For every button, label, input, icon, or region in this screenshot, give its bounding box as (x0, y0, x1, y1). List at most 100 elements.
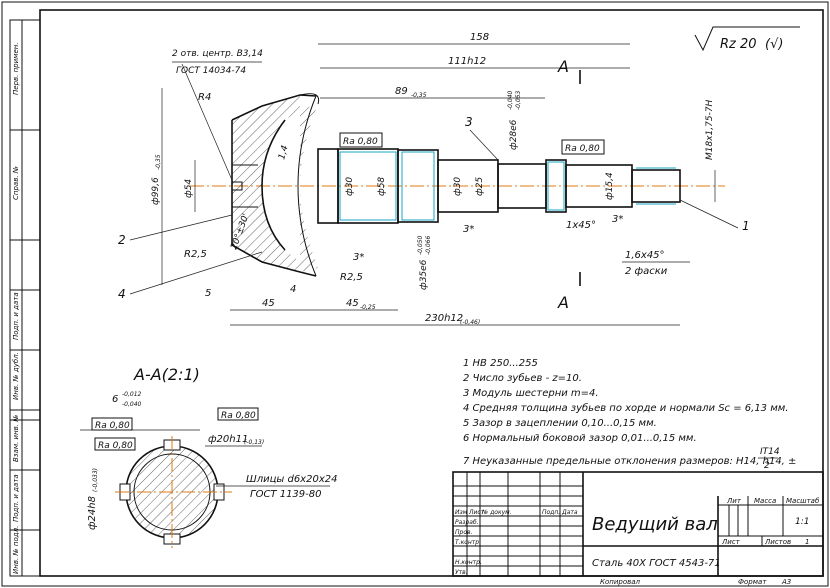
tb-sheets-label: Листов (764, 538, 791, 546)
dim-111: 111h12 (448, 56, 486, 67)
section-d6-lo: -0,040 (122, 401, 142, 408)
dim-phi54: ф54 (184, 179, 194, 198)
dim-phi28-lo: -0,053 (515, 90, 522, 110)
tb-footer-left: Копировал (600, 578, 641, 586)
strip-label: Инв. № подл. (12, 526, 20, 574)
centers-gost: ГОСТ 14034-74 (176, 66, 246, 76)
dim-16x45: 1,6х45° (625, 250, 665, 261)
tb-head-lit: Лит (726, 497, 742, 505)
section-phi20: ф20h11 (208, 434, 248, 445)
technical-notes: 1 HB 250...255 2 Число зубьев - z=10. 3 … (463, 358, 796, 471)
roughness-sign: Rz 20 (√) (694, 26, 800, 52)
section-phi24-tol: (-0,033) (92, 468, 99, 492)
roughness-check: (√) (765, 37, 783, 52)
dim-2-chamfers: 2 фаски (625, 266, 668, 277)
section-ra-c: Ra 0,80 (221, 411, 256, 421)
dim-phi58: ф58 (377, 177, 387, 196)
dim-ch3b: 3* (463, 224, 474, 235)
strip-label: Подп. и дата (12, 292, 20, 340)
dim-89-tol: -0,35 (411, 92, 427, 99)
left-strip: Перв. примен. Справ. № Подп. и дата Инв.… (9, 19, 41, 577)
dim-phi154: ф15,4 (605, 172, 615, 200)
dim-158: 158 (470, 32, 489, 43)
dim-89: 89 (395, 86, 408, 97)
section-phi20-tol: (-0,13) (244, 439, 264, 446)
tb-col-label: Подп. (542, 509, 560, 516)
tb-col-label: № докум. (481, 509, 512, 516)
dim-4: 4 (290, 284, 296, 295)
tb-sheets-value: 1 (805, 538, 809, 546)
section-ra-b: Ra 0,80 (98, 441, 133, 451)
dim-phi30a: ф30 (345, 177, 355, 196)
section-phi24: ф24h8 (87, 496, 98, 530)
note-line: 2 Число зубьев - z=10. (463, 372, 582, 384)
strip-label: Инв. № дубл. (12, 352, 20, 400)
strip-label: Подп. и дата (12, 474, 20, 522)
tb-sheet-label: Лист (721, 538, 741, 546)
callout-4: 4 (118, 287, 126, 301)
tb-scale-value: 1:1 (795, 517, 809, 527)
section-ra-a: Ra 0,80 (95, 421, 130, 431)
note-line: 1 HB 250...255 (463, 358, 538, 369)
callout-2: 2 (118, 233, 126, 247)
tb-col-label: Лист (468, 509, 485, 516)
tb-role: Н.контр. (455, 559, 482, 566)
section-mark-a-bottom: А (557, 293, 569, 312)
note-7-frac-top: IT14 (760, 447, 780, 457)
callout-3: 3 (465, 115, 473, 129)
note-7-frac-bot: 2 (764, 461, 770, 471)
dim-phi35-up: -0,050 (417, 235, 424, 255)
tb-col-label: Дата (561, 509, 578, 516)
callout-1: 1 (742, 219, 750, 233)
dim-45b-tol: -0,25 (360, 304, 376, 311)
ra-label-2: Ra 0,80 (565, 144, 600, 154)
title-block: Лит Масса Масштаб 1:1 Лист Листов 1 Веду… (452, 471, 824, 586)
dim-r25b: R2,5 (340, 272, 363, 283)
dim-phi996: ф99,6 (151, 177, 161, 205)
strip-label: Взам. инв. № (12, 414, 20, 462)
dim-phi35: ф35е6 (419, 259, 429, 290)
tb-role: Пров. (455, 529, 473, 536)
note-7: 7 Неуказанные предельные отклонения разм… (463, 456, 796, 467)
dim-angle2: 1,4 (277, 144, 290, 161)
dim-230: 230h12 (425, 313, 463, 324)
dim-45b: 45 (346, 298, 359, 309)
dim-r4: R4 (198, 92, 211, 103)
spline-spec: Шлицы d6х20х24 (246, 474, 337, 485)
ra-label-1: Ra 0,80 (343, 137, 378, 147)
dim-r25a: R2,5 (184, 249, 207, 260)
section-mark-a-top: А (557, 57, 569, 76)
tb-part-name: Ведущий вал (592, 514, 718, 535)
tb-material: Сталь 40Х ГОСТ 4543-71 (592, 558, 721, 569)
dim-phi28: ф28е6 (509, 119, 519, 150)
shaft-view (190, 93, 725, 277)
spline-gost: ГОСТ 1139-80 (250, 489, 322, 500)
note-line: 5 Зазор в зацеплении 0,10...0,15 мм. (463, 418, 657, 429)
section-d6-up: -0,012 (122, 391, 142, 398)
dim-1x45: 1х45° (566, 220, 596, 231)
dim-phi25: ф25 (475, 177, 485, 196)
dim-phi30b: ф30 (453, 177, 463, 196)
dim-phi35-lo: -0,066 (425, 235, 432, 255)
tb-role: Утв. (455, 569, 468, 576)
tb-head-scale: Масштаб (786, 497, 820, 505)
roughness-label: Rz 20 (720, 37, 757, 52)
section-view: А-А(2:1) 6 -0,012 -0,040 Ra 0,80 Ra 0,80… (80, 365, 337, 548)
dim-ch3c: 3* (612, 214, 623, 225)
dim-phi996-tol: -0,35 (155, 154, 162, 170)
note-line: 6 Нормальный боковой зазор 0,01...0,15 м… (463, 432, 697, 444)
centers-note: 2 отв. центр. В3,14 (172, 49, 263, 59)
dim-m18: М18х1,75-7Н (705, 99, 715, 160)
section-d6: 6 (112, 394, 118, 405)
tb-head-mass: Масса (754, 497, 776, 505)
section-title: А-А(2:1) (133, 365, 200, 384)
strip-label: Перв. примен. (12, 42, 20, 95)
tb-footer-right: Формат (738, 578, 767, 586)
dim-ch3a: 3* (353, 252, 364, 263)
note-line: 3 Модуль шестерни m=4. (463, 388, 599, 399)
strip-label: Справ. № (12, 166, 20, 200)
dim-5: 5 (205, 288, 211, 299)
dim-phi28-up: -0,040 (507, 90, 514, 110)
